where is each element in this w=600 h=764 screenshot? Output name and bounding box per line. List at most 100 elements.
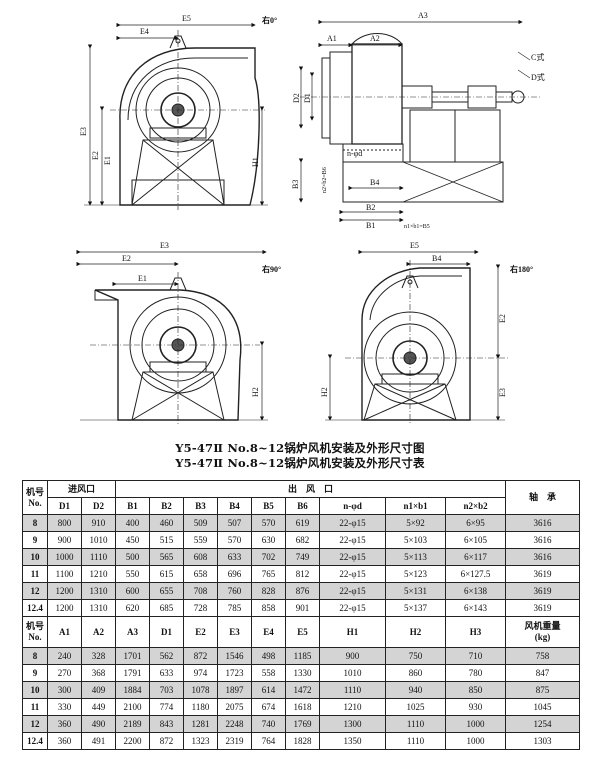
table-cell: 509 [183, 514, 219, 532]
table-cell: 901 [285, 599, 321, 617]
table-cell: 460 [149, 514, 185, 532]
machine-no-cell: 12.4 [22, 599, 48, 617]
table-cell: 270 [47, 664, 82, 682]
orientation-label: 右180° [509, 264, 533, 274]
dim-d1: D1 [303, 93, 312, 103]
table-cell: 900 [319, 647, 387, 665]
title-block: Y5-47Ⅱ No.8~12锅炉风机安装及外形尺寸图 Y5-47Ⅱ No.8~1… [0, 441, 600, 471]
table-cell: 1200 [47, 599, 82, 617]
dim-e2: E2 [122, 254, 131, 263]
header-outlet: 出 风 口 [115, 480, 507, 498]
table-cell: 860 [385, 664, 447, 682]
dim-e1: E1 [103, 156, 112, 165]
dim-e2: E2 [91, 151, 100, 160]
table1-header-row-2: D1 D2 B1 B2 B3 B4 B5 B6 n-φd n1×b1 n2×b2 [23, 497, 580, 515]
table-cell: 1200 [47, 582, 82, 600]
dim-e3: E3 [498, 388, 507, 397]
table-cell: 1723 [217, 664, 253, 682]
table-cell: 1546 [217, 647, 253, 665]
table-title: Y5-47Ⅱ No.8~12锅炉风机安装及外形尺寸表 [175, 456, 425, 470]
col-header: D1 [47, 497, 82, 515]
table-cell: 559 [183, 531, 219, 549]
fan-view-right-0 [84, 22, 268, 210]
table-cell: 1110 [319, 681, 387, 699]
dim-e2: E2 [498, 314, 507, 323]
table-cell: 1618 [285, 698, 321, 716]
table-cell: 1000 [445, 732, 507, 750]
dim-a3: A3 [418, 11, 428, 20]
table-cell: 876 [285, 582, 321, 600]
table-cell: 764 [251, 732, 287, 750]
dim-n1b1: n1×b1=B5 [404, 224, 430, 230]
table-cell: 1210 [80, 565, 117, 583]
installation-drawings: E5 E4 E3 E2 E1 H1 右0° [76, 11, 545, 425]
col-header: B1 [115, 497, 151, 515]
dim-b1: B1 [366, 221, 375, 230]
table-cell: 728 [183, 599, 219, 617]
fan-view-right-180 [325, 249, 510, 425]
table-cell: 3619 [505, 599, 581, 617]
table-cell: 774 [149, 698, 185, 716]
table-cell: 2248 [217, 715, 253, 733]
table-cell: 1180 [183, 698, 219, 716]
table-cell: 615 [149, 565, 185, 583]
table-cell: 240 [47, 647, 82, 665]
table-cell: 3616 [505, 514, 581, 532]
table-cell: 409 [80, 681, 117, 699]
table-cell: 5×131 [385, 582, 447, 600]
table-cell: 847 [505, 664, 581, 682]
table-cell: 570 [217, 531, 253, 549]
machine-no-cell: 9 [22, 531, 48, 549]
drawing-title: Y5-47Ⅱ No.8~12锅炉风机安装及外形尺寸图 [175, 441, 425, 455]
header-bearing: 轴 承 [505, 480, 581, 515]
table-cell: 708 [183, 582, 219, 600]
table-cell: 1185 [285, 647, 321, 665]
col-header: H2 [385, 616, 447, 648]
machine-no-cell: 10 [22, 548, 48, 566]
table-cell: 1000 [47, 548, 82, 566]
table-cell: 498 [251, 647, 287, 665]
dim-b4: B4 [432, 254, 441, 263]
table-cell: 620 [115, 599, 151, 617]
col-header: D1 [149, 616, 185, 648]
dim-a2: A2 [370, 34, 380, 43]
table-cell: 674 [251, 698, 287, 716]
machine-no-cell: 12 [22, 582, 48, 600]
table-cell: 6×138 [445, 582, 507, 600]
table-cell: 703 [149, 681, 185, 699]
table-cell: 900 [47, 531, 82, 549]
table-cell: 930 [445, 698, 507, 716]
col-header: B6 [285, 497, 321, 515]
col-header: B4 [217, 497, 253, 515]
header-inlet: 进风口 [46, 480, 117, 498]
table-cell: 872 [149, 732, 185, 750]
table-cell: 1303 [505, 732, 581, 750]
table-cell: 1350 [319, 732, 387, 750]
table-cell: 6×143 [445, 599, 507, 617]
table-cell: 1210 [319, 698, 387, 716]
dim-e5: E5 [410, 241, 419, 250]
table-cell: 22-φ15 [319, 565, 387, 583]
table-cell: 2319 [217, 732, 253, 750]
table-cell: 450 [115, 531, 151, 549]
col-header: D2 [80, 497, 117, 515]
table-cell: 760 [217, 582, 253, 600]
table-cell: 1110 [385, 715, 447, 733]
table-cell: 1010 [319, 664, 387, 682]
col-header: n-φd [319, 497, 387, 515]
dim-e1: E1 [138, 274, 147, 283]
table-cell: 1330 [285, 664, 321, 682]
col-header: E5 [285, 616, 321, 648]
table-cell: 910 [80, 514, 117, 532]
table-cell: 740 [251, 715, 287, 733]
table-cell: 1310 [80, 599, 117, 617]
table-cell: 682 [285, 531, 321, 549]
table-cell: 974 [183, 664, 219, 682]
fan-view-right-90 [76, 249, 268, 425]
table-cell: 1791 [115, 664, 151, 682]
